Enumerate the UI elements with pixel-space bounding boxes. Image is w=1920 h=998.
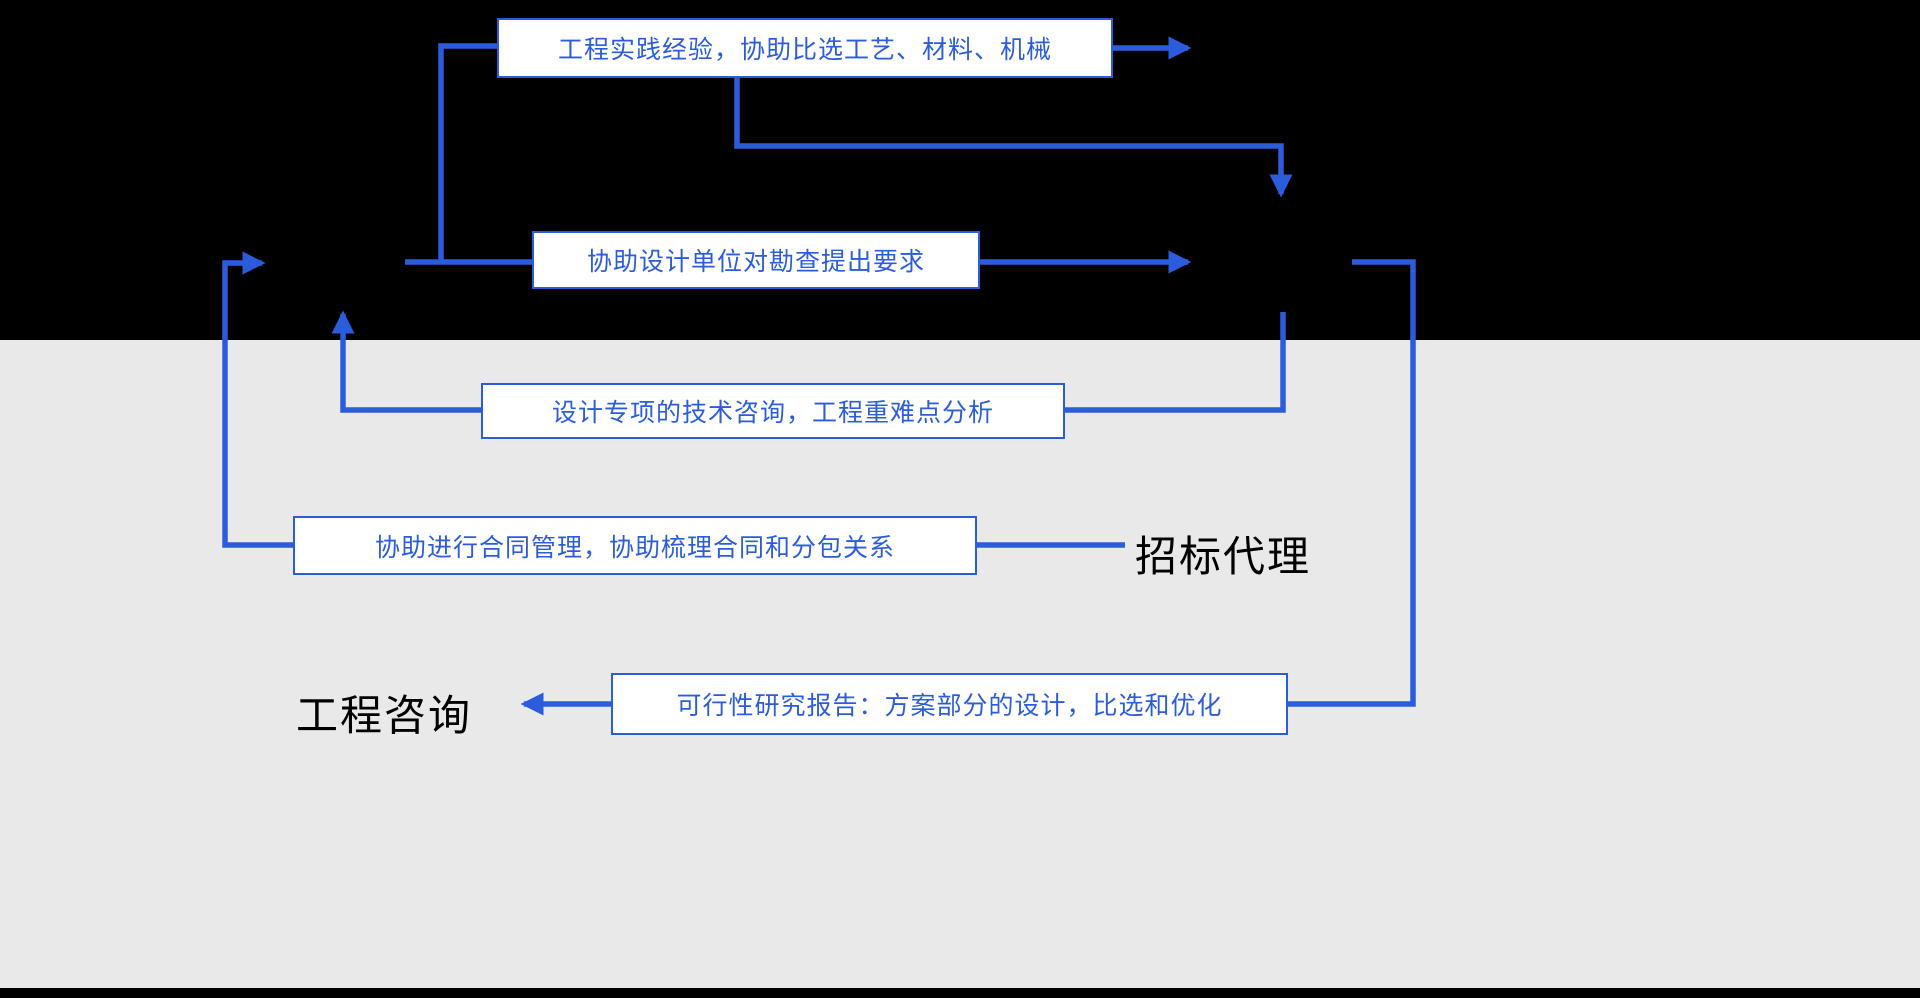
flow-box-contract-management-label: 协助进行合同管理，协助梳理合同和分包关系 xyxy=(374,532,895,562)
label-bidding-agency-text: 招标代理 xyxy=(1135,532,1312,581)
flow-box-practice-experience-label: 工程实践经验，协助比选工艺、材料、机械 xyxy=(557,35,1052,64)
flow-box-practice-experience: 工程实践经验，协助比选工艺、材料、机械 xyxy=(497,18,1113,78)
flow-box-survey-requirements: 协助设计单位对勘查提出要求 xyxy=(532,231,980,289)
bottom-black-strip xyxy=(0,988,1920,998)
flow-box-survey-requirements-label: 协助设计单位对勘查提出要求 xyxy=(586,247,925,276)
label-engineering-consulting: 工程咨询 xyxy=(296,682,472,743)
label-engineering-consulting-text: 工程咨询 xyxy=(296,691,473,740)
label-bidding-agency: 招标代理 xyxy=(1135,523,1311,584)
flow-box-feasibility-report-label: 可行性研究报告：方案部分的设计，比选和优化 xyxy=(676,691,1223,720)
flow-box-feasibility-report: 可行性研究报告：方案部分的设计，比选和优化 xyxy=(611,673,1288,735)
flow-box-contract-management: 协助进行合同管理，协助梳理合同和分包关系 xyxy=(293,516,977,575)
flow-box-technical-consulting: 设计专项的技术咨询，工程重难点分析 xyxy=(481,383,1065,439)
flow-box-technical-consulting-label: 设计专项的技术咨询，工程重难点分析 xyxy=(551,398,994,427)
